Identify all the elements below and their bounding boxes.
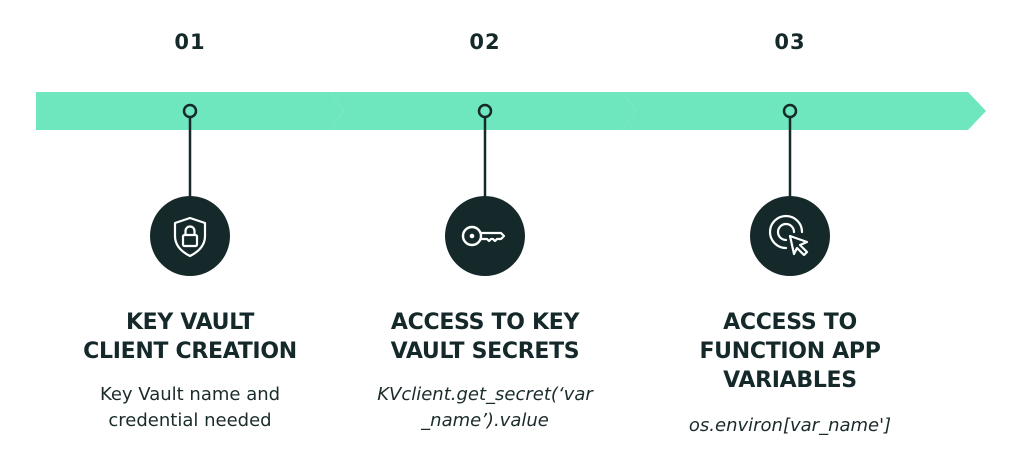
step-1-title: KEY VAULT CLIENT CREATION — [55, 308, 325, 366]
step-2-title-line-2: VAULT SECRETS — [390, 339, 580, 364]
step-1-description: Key Vault name and credential needed — [55, 382, 325, 434]
step-3-title-line-2: FUNCTION APP — [699, 339, 881, 364]
step-2-icon-badge — [445, 196, 525, 276]
timeline-arrow-segment-3 — [622, 92, 986, 130]
step-2-title: ACCESS TO KEY VAULT SECRETS — [350, 308, 620, 366]
step-1-desc-line-2: credential needed — [108, 410, 272, 431]
timeline-node-1 — [182, 103, 198, 119]
step-1-title-line-2: CLIENT CREATION — [83, 339, 297, 364]
step-1-icon-badge — [150, 196, 230, 276]
step-3-description: os.environ[var_name'] — [655, 413, 925, 439]
step-3-title-line-3: VARIABLES — [723, 368, 857, 393]
step-2-desc-line-2: _name’).value — [421, 410, 549, 431]
step-number-1: 01 — [174, 30, 206, 54]
step-3-title-line-1: ACCESS TO — [723, 310, 857, 335]
step-number-2: 02 — [469, 30, 501, 54]
key-icon — [461, 225, 506, 247]
step-1-title-line-1: KEY VAULT — [125, 310, 255, 335]
step-2-desc-line-1: KVclient.get_secret(‘var — [377, 384, 593, 405]
step-3-title: ACCESS TO FUNCTION APP VARIABLES — [655, 308, 925, 395]
step-1-desc-line-1: Key Vault name and — [99, 384, 281, 405]
step-3-desc-line-1: os.environ[var_name'] — [688, 415, 892, 436]
shield-lock-icon — [173, 216, 207, 258]
step-number-3: 03 — [774, 30, 806, 54]
step-2-title-line-1: ACCESS TO KEY — [390, 310, 580, 335]
timeline-node-3 — [782, 103, 798, 119]
cursor-click-icon — [768, 214, 809, 257]
step-3-icon-badge — [750, 196, 830, 276]
timeline-node-2 — [477, 103, 493, 119]
step-2-description: KVclient.get_secret(‘var _name’).value — [350, 382, 620, 434]
